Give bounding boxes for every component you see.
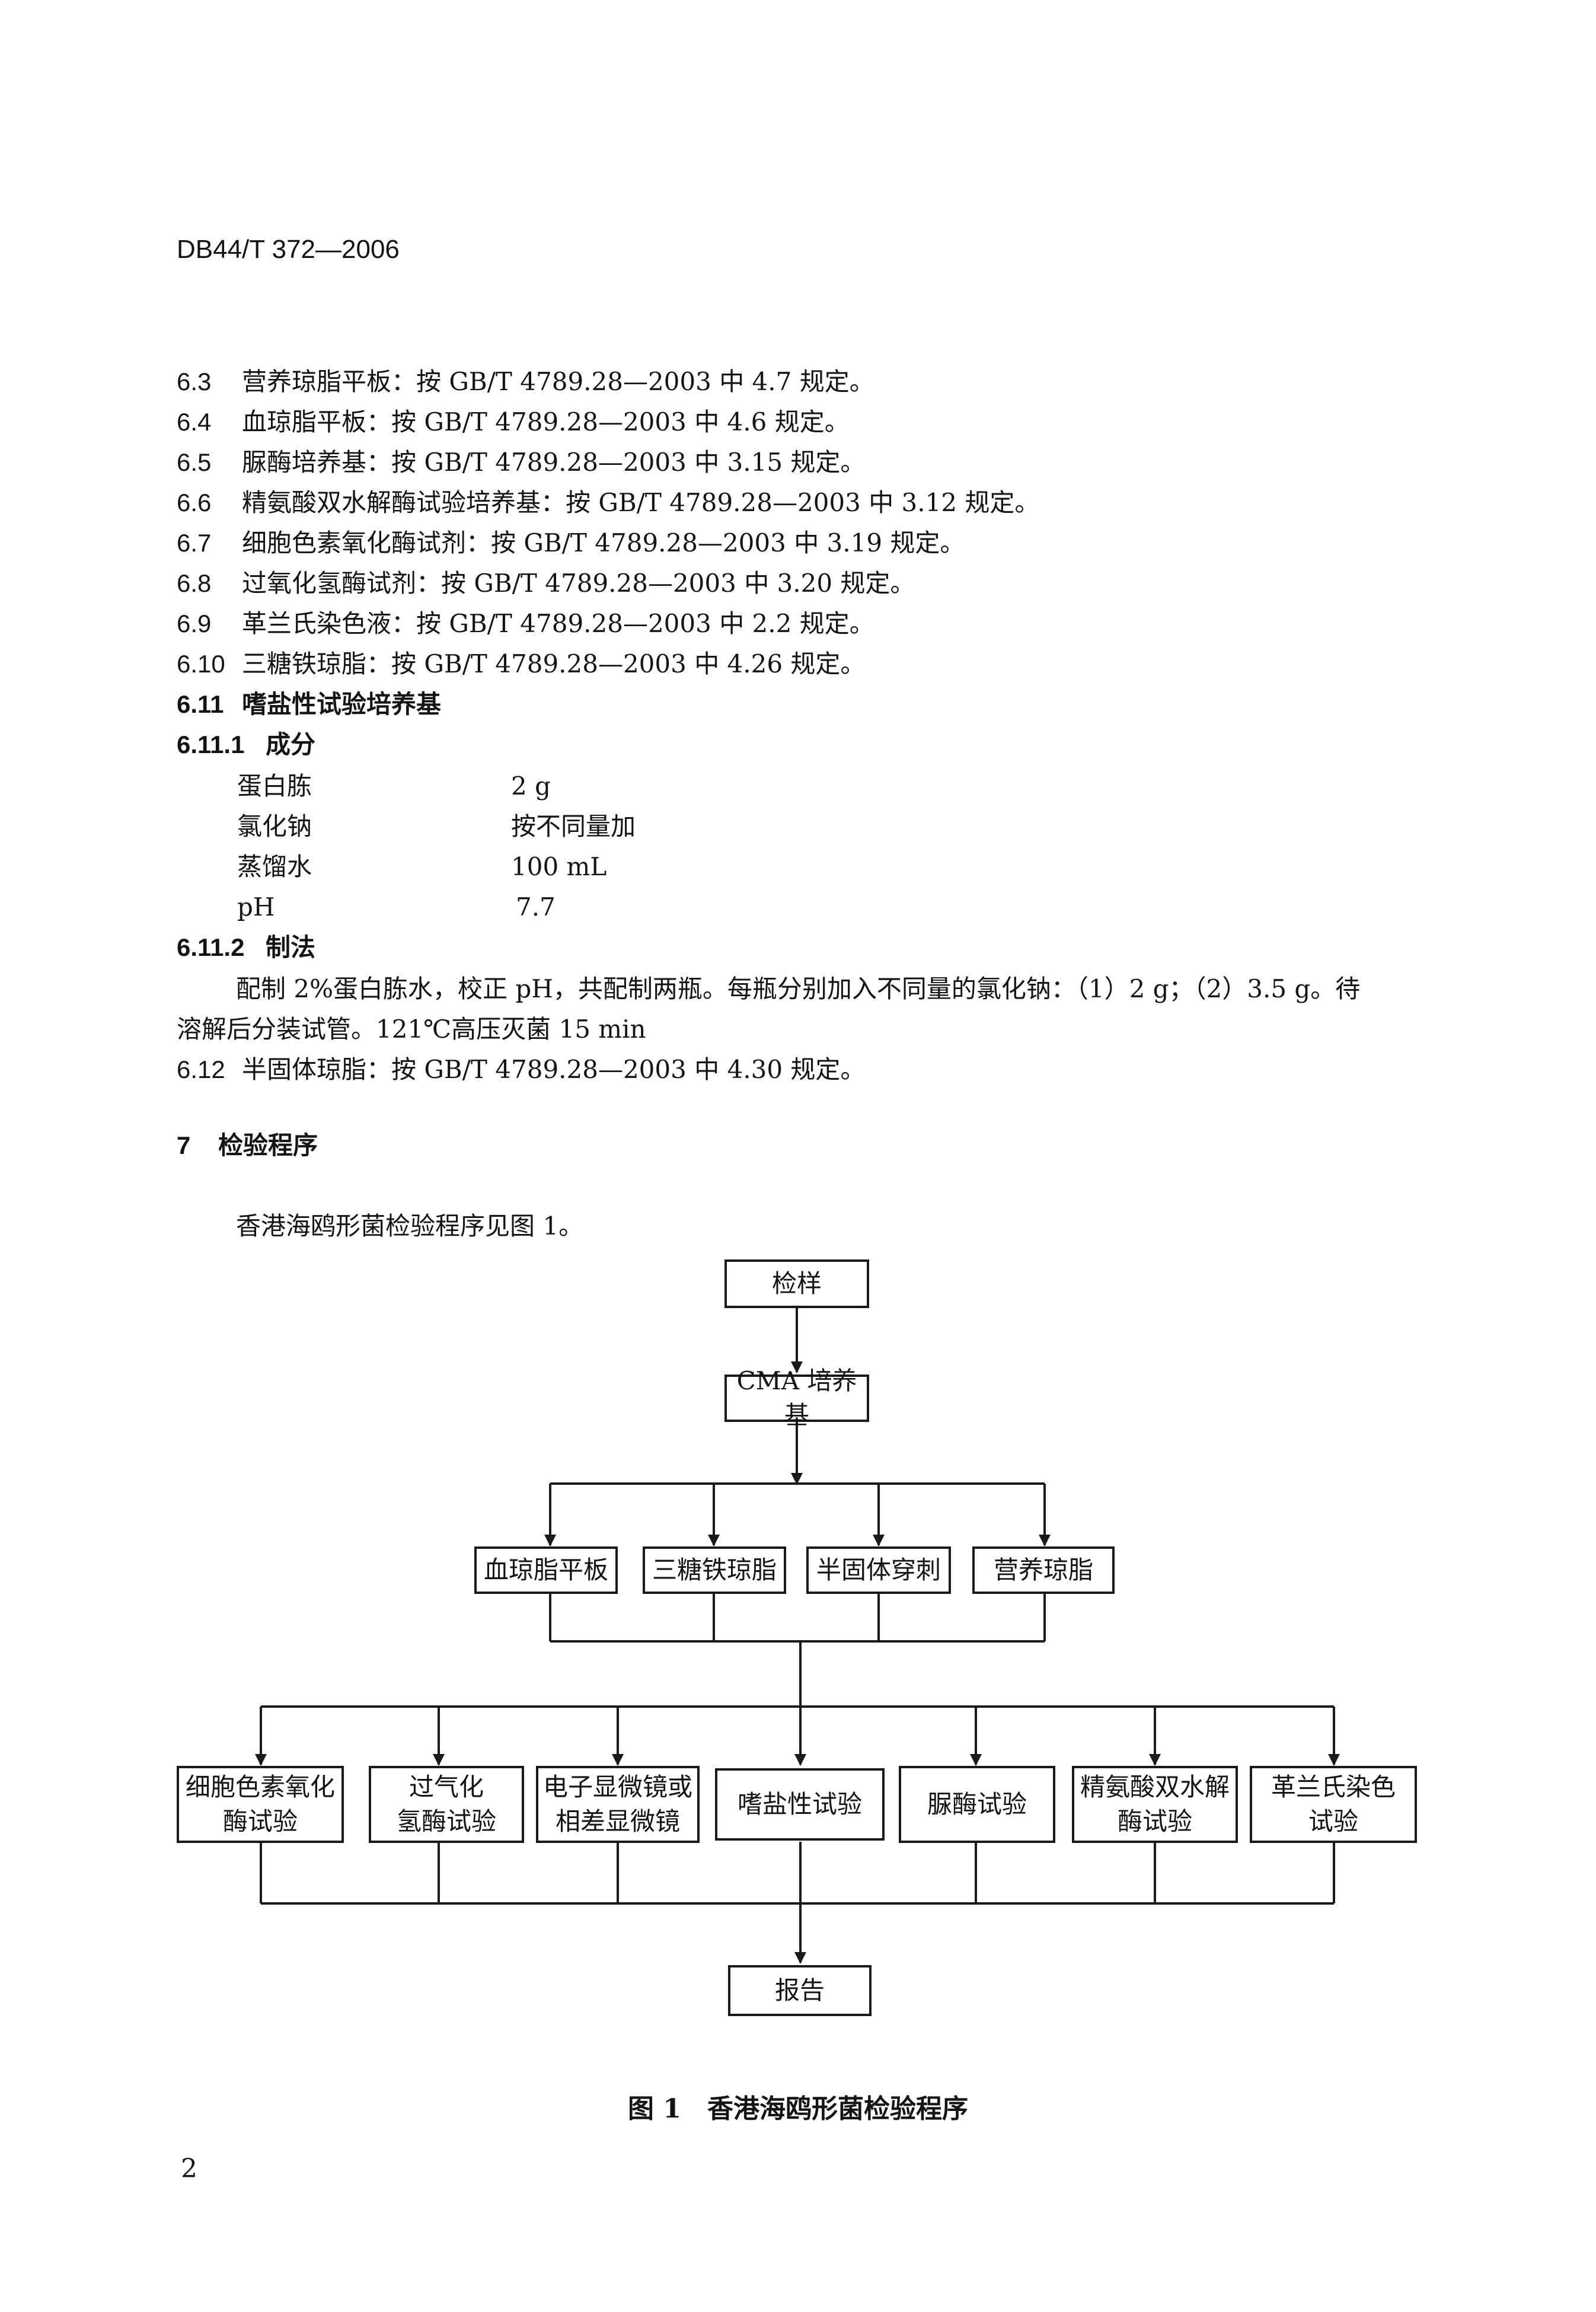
item-number: 6.6 [177,489,212,516]
item-text: 三糖铁琼脂：按 GB/T 4789.28—2003 中 4.26 规定。 [242,649,866,678]
item-6-8: 6.8 过氧化氢酶试剂：按 GB/T 4789.28—2003 中 3.20 规定… [177,566,915,601]
item-text: 细胞色素氧化酶试剂：按 GB/T 4789.28—2003 中 3.19 规定。 [242,528,965,557]
box-line: 过气化 [408,1772,484,1801]
item-text: 血琼脂平板：按 GB/T 4789.28—2003 中 4.6 规定。 [242,407,850,436]
item-6-4: 6.4 血琼脂平板：按 GB/T 4789.28—2003 中 4.6 规定。 [177,404,850,440]
flow-box-nutrient-agar: 营养琼脂 [972,1546,1115,1594]
section-number: 7 [177,1131,191,1159]
box-line: 精氨酸双水解 [1080,1772,1230,1801]
item-text: 过氧化氢酶试剂：按 GB/T 4789.28—2003 中 3.20 规定。 [242,569,915,598]
preparation-line-2: 溶解后分装试管。121℃高压灭菌 15 min [177,1015,646,1044]
flow-box-urease-test: 脲酶试验 [899,1766,1055,1843]
item-6-12: 6.12 半固体琼脂：按 GB/T 4789.28—2003 中 4.30 规定。 [177,1052,865,1088]
section-number: 6.11.2 [177,933,245,961]
flow-box-medium: CMA 培养基 [724,1366,869,1430]
item-number: 6.4 [177,408,212,436]
ingredient-name: pH [237,892,275,921]
ingredient-name: 氯化钠 [237,812,312,841]
flow-box-blood-agar: 血琼脂平板 [474,1546,618,1594]
item-6-9: 6.9 革兰氏染色液：按 GB/T 4789.28—2003 中 2.2 规定。 [177,606,874,642]
item-6-6: 6.6 精氨酸双水解酶试验培养基：按 GB/T 4789.28—2003 中 3.… [177,485,1039,521]
ingredient-amount: 7.7 [516,892,556,921]
section-number: 6.11.1 [177,731,245,758]
ingredient-amount: 2 g [511,771,551,801]
page-number: 2 [181,2154,197,2184]
item-text: 精氨酸双水解酶试验培养基：按 GB/T 4789.28—2003 中 3.12 … [242,488,1040,517]
flow-box-catalase-test: 过气化氢酶试验 [369,1766,524,1843]
item-text: 革兰氏染色液：按 GB/T 4789.28—2003 中 2.2 规定。 [242,609,874,638]
item-number: 6.9 [177,610,212,637]
section-title: 检验程序 [218,1131,318,1160]
ingredient-name: 蒸馏水 [237,852,312,881]
item-text: 脲酶培养基：按 GB/T 4789.28—2003 中 3.15 规定。 [242,448,866,477]
box-line: 电子显微镜或 [542,1772,692,1801]
document-code-header: DB44/T 372—2006 [177,235,400,264]
flow-box-semisolid-stab: 半固体穿刺 [806,1546,951,1594]
item-number: 6.8 [177,569,212,597]
item-text: 半固体琼脂：按 GB/T 4789.28—2003 中 4.30 规定。 [242,1055,866,1084]
item-number: 6.3 [177,368,212,396]
section-title: 制法 [266,933,316,962]
figure-caption: 图 1 香港海鸥形菌检验程序 [628,2094,968,2124]
flow-box-report: 报告 [728,1965,872,2016]
section-6-11-2-heading: 6.11.2 制法 [177,930,315,965]
item-number: 6.7 [177,529,212,557]
item-number: 6.10 [177,650,225,678]
box-line: 细胞色素氧化 [185,1772,335,1801]
box-line: 相差显微镜 [555,1807,680,1836]
section-7-heading: 7 检验程序 [177,1128,318,1163]
flow-box-halophilic-test: 嗜盐性试验 [715,1768,885,1841]
flow-box-microscopy: 电子显微镜或相差显微镜 [536,1766,700,1843]
item-6-10: 6.10 三糖铁琼脂：按 GB/T 4789.28—2003 中 4.26 规定。 [177,646,865,682]
flow-box-gram-stain-test: 革兰氏染色试验 [1250,1766,1417,1843]
ingredient-amount: 100 mL [511,852,607,881]
box-line: 酶试验 [1117,1807,1192,1836]
flowchart-intro: 香港海鸥形菌检验程序见图 1。 [236,1211,584,1240]
item-6-3: 6.3 营养琼脂平板：按 GB/T 4789.28—2003 中 4.7 规定。 [177,364,874,400]
flow-box-arginine-test: 精氨酸双水解酶试验 [1072,1766,1238,1843]
box-line: 革兰氏染色 [1271,1772,1396,1801]
flow-box-tsi-agar: 三糖铁琼脂 [643,1546,786,1594]
section-6-11-heading: 6.11 嗜盐性试验培养基 [177,687,441,722]
item-6-7: 6.7 细胞色素氧化酶试剂：按 GB/T 4789.28—2003 中 3.19 … [177,525,965,561]
section-6-11-1-heading: 6.11.1 成分 [177,727,315,763]
flow-box-oxidase-test: 细胞色素氧化酶试验 [177,1766,344,1843]
item-number: 6.12 [177,1055,225,1083]
box-line: 脲酶试验 [927,1790,1027,1819]
box-line: 氢酶试验 [396,1807,496,1836]
section-number: 6.11 [177,690,224,718]
item-text: 营养琼脂平板：按 GB/T 4789.28—2003 中 4.7 规定。 [242,367,874,396]
flow-box-start: 检样 [724,1259,869,1308]
box-line: 嗜盐性试验 [737,1790,862,1819]
item-6-5: 6.5 脲酶培养基：按 GB/T 4789.28—2003 中 3.15 规定。 [177,445,865,480]
section-title: 成分 [266,730,316,759]
ingredient-name: 蛋白胨 [237,771,312,801]
ingredient-amount: 按不同量加 [511,812,636,841]
section-title: 嗜盐性试验培养基 [242,690,442,719]
item-number: 6.5 [177,448,212,476]
box-line: 酶试验 [222,1807,298,1836]
preparation-line-1: 配制 2%蛋白胨水，校正 pH，共配制两瓶。每瓶分别加入不同量的氯化钠：（1）2… [236,974,1361,1003]
box-line: 试验 [1308,1807,1358,1836]
